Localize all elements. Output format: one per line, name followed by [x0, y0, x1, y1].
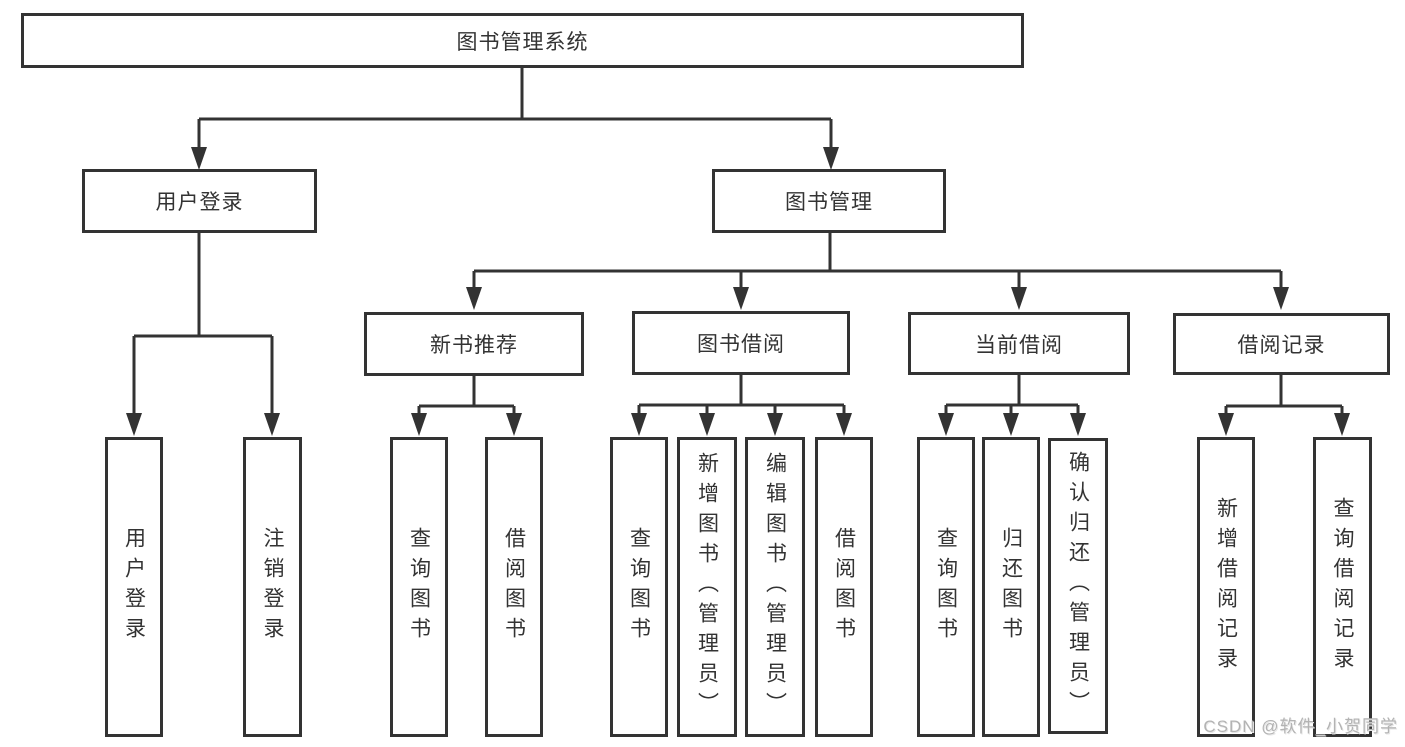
node-label: 借阅记录 — [1237, 334, 1326, 357]
leaf-query-books-borrow: 查询图书 — [610, 437, 668, 737]
node-label: 新增图书（管理员） — [695, 452, 719, 722]
connector-new-book-to-leaves — [411, 376, 522, 436]
node-label: 注销登录 — [261, 527, 284, 647]
node-label: 确认归还（管理员） — [1066, 451, 1090, 721]
node-label: 图书管理 — [785, 191, 873, 214]
node-user-login: 用户登录 — [82, 169, 317, 233]
node-label: 用户登录 — [122, 527, 146, 647]
node-label: 编辑图书（管理员） — [763, 452, 787, 722]
node-label: 归还图书 — [999, 527, 1023, 647]
node-label: 查询图书 — [407, 527, 431, 647]
node-label: 新书推荐 — [430, 334, 518, 357]
node-label: 新增借阅记录 — [1214, 497, 1238, 677]
connector-current-borrow-to-leaves — [938, 375, 1086, 436]
node-label: 图书管理系统 — [456, 30, 589, 54]
node-label: 图书借阅 — [697, 333, 785, 356]
connector-user-login-to-leaves — [126, 233, 280, 436]
leaf-user-login: 用户登录 — [105, 437, 163, 737]
leaf-return-book: 归还图书 — [982, 437, 1040, 737]
leaf-add-borrow-record: 新增借阅记录 — [1197, 437, 1255, 737]
connector-book-management-to-level3 — [466, 233, 1289, 310]
node-current-borrow: 当前借阅 — [908, 312, 1130, 375]
leaf-query-books-current: 查询图书 — [917, 437, 975, 737]
node-label: 用户登录 — [155, 191, 244, 214]
node-book-management: 图书管理 — [712, 169, 946, 233]
connector-root-to-level2 — [191, 68, 839, 170]
connector-book-borrow-to-leaves — [631, 375, 852, 436]
leaf-query-borrow-record: 查询借阅记录 — [1313, 437, 1372, 737]
leaf-logout: 注销登录 — [243, 437, 302, 737]
leaf-borrow-books-recommend: 借阅图书 — [485, 437, 543, 737]
watermark: CSDN @软件_小贺同学 — [1203, 717, 1398, 736]
leaf-edit-book-admin: 编辑图书（管理员） — [745, 437, 805, 737]
node-new-book-recommend: 新书推荐 — [364, 312, 584, 376]
node-label: 查询图书 — [934, 527, 958, 647]
node-label: 当前借阅 — [975, 333, 1063, 357]
node-book-borrow: 图书借阅 — [632, 311, 850, 375]
node-label: 借阅图书 — [832, 527, 856, 647]
leaf-add-book-admin: 新增图书（管理员） — [677, 437, 737, 737]
node-borrow-records: 借阅记录 — [1173, 313, 1390, 375]
node-label: 借阅图书 — [502, 527, 526, 647]
leaf-borrow-books: 借阅图书 — [815, 437, 873, 737]
leaf-query-books-recommend: 查询图书 — [390, 437, 448, 737]
node-label: 查询图书 — [627, 527, 651, 647]
leaf-confirm-return-admin: 确认归还（管理员） — [1048, 438, 1108, 734]
connector-borrow-records-to-leaves — [1218, 375, 1350, 436]
node-label: 查询借阅记录 — [1331, 497, 1354, 677]
node-root-library-system: 图书管理系统 — [21, 13, 1024, 68]
